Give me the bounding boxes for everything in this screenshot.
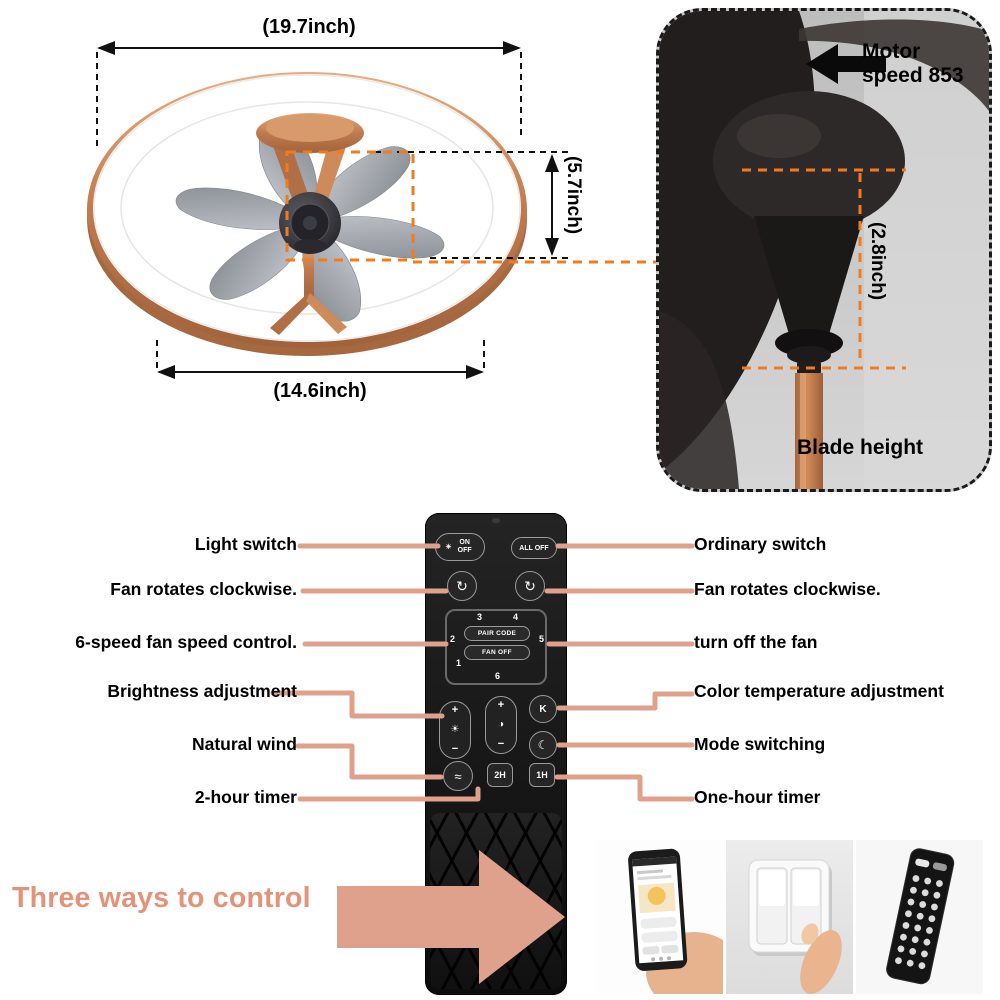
blade-height-dimension-label: (2.8inch) <box>867 222 888 301</box>
fan-off-label: FAN OFF <box>482 649 512 656</box>
color-temperature-button: K <box>529 695 557 723</box>
all-off-label: ALL OFF <box>519 544 549 552</box>
motor-speed-label: Motor speed 853 <box>862 40 964 87</box>
minus-label: − <box>497 738 505 750</box>
plus-label: + <box>451 704 459 716</box>
blade-silhouette-bottom <box>659 311 739 489</box>
callout-ordinary-switch: Ordinary switch <box>694 534 827 554</box>
ir-emitter <box>492 518 500 523</box>
callout-fan-cw-right: Fan rotates clockwise. <box>694 579 881 599</box>
timer-1h-label: 1H <box>536 770 548 780</box>
inner-width-dimension-label: (14.6inch) <box>273 380 367 402</box>
copper-downrod <box>795 373 823 489</box>
pair-code-label: PAIR CODE <box>477 630 517 637</box>
white-light-ring <box>93 74 521 342</box>
light-adjust-button: + ◑ − <box>485 696 517 754</box>
speed-control-panel: 3 4 2 5 1 6 PAIR CODE FAN OFF <box>445 609 547 685</box>
plus-label: + <box>497 699 505 711</box>
phone-control-photo <box>596 840 723 994</box>
callout-2h-timer: 2-hour timer <box>194 787 297 807</box>
minus-label: − <box>451 743 459 755</box>
ceiling-fan-illustration <box>87 72 527 356</box>
brightness-adjust-button: + ☀ − <box>439 701 471 759</box>
motor-detail-inset <box>656 8 992 492</box>
timer-2h-button: 2H <box>487 763 513 787</box>
callout-1h-timer: One-hour timer <box>694 787 821 807</box>
timer-2h-label: 2H <box>494 770 506 780</box>
motor-closeup-photo <box>659 11 989 489</box>
light-on-off-button: ☀ ON OFF <box>435 533 485 561</box>
speed-4: 4 <box>513 612 519 622</box>
natural-wind-button: ≈ <box>443 761 473 791</box>
motor-cone <box>754 216 864 341</box>
callout-speed-control: 6-speed fan speed control. <box>75 632 297 652</box>
remote-control-photo <box>856 840 983 994</box>
speed-1: 1 <box>456 658 462 668</box>
speed-6: 6 <box>495 671 501 681</box>
fan-rotate-cw-right-button: ↻ <box>515 571 545 601</box>
callout-fan-cw-left: Fan rotates clockwise. <box>110 579 297 599</box>
speed-5: 5 <box>539 634 545 644</box>
callout-light-switch: Light switch <box>194 534 297 554</box>
wall-switch-photo <box>726 840 853 994</box>
speed-2: 2 <box>450 634 456 644</box>
callout-mode-switching: Mode switching <box>694 734 826 754</box>
three-ways-title: Three ways to control <box>12 882 311 914</box>
kelvin-label: K <box>539 703 547 715</box>
wave-icon: ≈ <box>454 768 462 784</box>
fan-rotate-cw-left-button: ↻ <box>447 571 477 601</box>
callout-brightness: Brightness adjustment <box>107 681 297 701</box>
mode-switch-button: ☾ <box>529 731 557 759</box>
fan-off-button: FAN OFF <box>464 645 530 660</box>
on-off-label: ON OFF <box>457 539 472 554</box>
light-bulb-icon: ◑ <box>497 719 505 730</box>
brightness-icon: ☀ <box>450 724 460 735</box>
width-dimension-label: (19.7inch) <box>262 16 356 38</box>
timer-1h-button: 1H <box>529 763 555 787</box>
moon-icon: ☾ <box>537 738 549 752</box>
callout-fan-off: turn off the fan <box>694 632 818 652</box>
callout-natural-wind: Natural wind <box>191 734 297 754</box>
blade-height-label: Blade height <box>797 436 924 459</box>
speed-3: 3 <box>477 612 483 622</box>
rotate-cw-icon: ↻ <box>456 577 468 594</box>
callout-color-temp: Color temperature adjustment <box>694 681 944 701</box>
motor-housing <box>713 91 905 231</box>
remote-control: ☀ ON OFF ALL OFF ↻ ↻ 3 4 2 5 1 6 PAIR CO… <box>425 513 567 995</box>
fan-motor <box>279 192 341 254</box>
blade-silhouette-top <box>799 19 989 111</box>
pair-code-button: PAIR CODE <box>464 626 530 641</box>
rotate-cw-icon: ↻ <box>524 577 536 594</box>
control-methods-photos <box>596 840 983 994</box>
remote-texture <box>430 813 562 989</box>
all-off-button: ALL OFF <box>511 537 557 559</box>
height-dimension-label: (5.7inch) <box>563 156 584 235</box>
sun-icon: ☀ <box>445 544 452 551</box>
